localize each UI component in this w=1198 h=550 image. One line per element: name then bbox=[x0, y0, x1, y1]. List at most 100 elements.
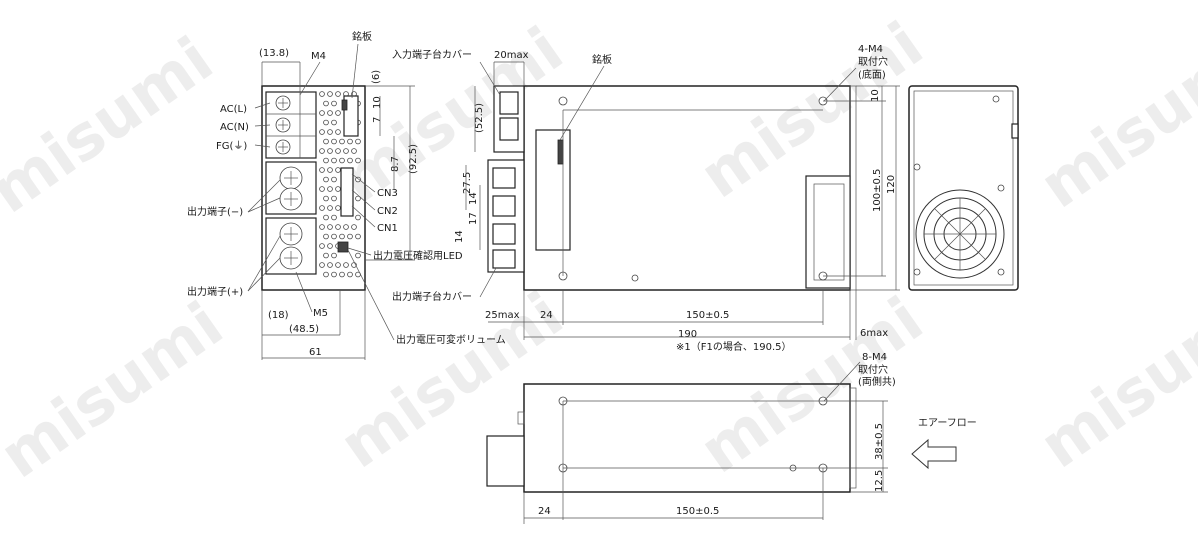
vent-hole bbox=[319, 148, 325, 154]
vent-hole bbox=[335, 148, 341, 154]
vent-hole bbox=[351, 224, 357, 230]
side-view: 入力端子台カバー 20max 銘板 (52.5) 27.5 14 17 14 出… bbox=[392, 44, 900, 353]
vent-hole bbox=[323, 233, 329, 240]
vent-hole bbox=[339, 138, 345, 145]
vent-hole bbox=[331, 157, 337, 164]
vent-hole bbox=[327, 129, 333, 135]
watermark-text: misumi bbox=[1027, 278, 1198, 483]
cn2-label: CN2 bbox=[377, 206, 398, 217]
vent-hole bbox=[355, 157, 361, 164]
nameplate-label: 銘板 bbox=[352, 30, 372, 43]
vent-hole bbox=[331, 252, 337, 259]
vent-hole bbox=[331, 100, 337, 107]
vent-hole bbox=[331, 271, 337, 278]
vent-hole bbox=[319, 186, 325, 192]
nameplate-marker bbox=[341, 99, 348, 111]
vent-hole bbox=[327, 110, 333, 116]
watermark-text: misumi bbox=[0, 23, 226, 228]
side-nameplate-label: 銘板 bbox=[592, 53, 612, 66]
vent-hole bbox=[355, 252, 361, 259]
mount-holes-sublabel: (底面) bbox=[858, 68, 886, 81]
vent-hole bbox=[335, 186, 341, 192]
vent-hole bbox=[343, 262, 349, 268]
dim-label: (92.5) bbox=[408, 144, 419, 174]
vent-hole bbox=[347, 138, 353, 145]
dim-label: 100±0.5 bbox=[872, 169, 883, 212]
dim-label: 25max bbox=[485, 310, 520, 321]
vent-hole bbox=[319, 129, 325, 135]
m5-label: M5 bbox=[313, 308, 328, 319]
output-plus-label: 出力端子(+) bbox=[187, 285, 243, 298]
vent-hole bbox=[323, 195, 329, 202]
dim-label: 10 bbox=[372, 96, 383, 109]
dim-label: 27.5 bbox=[462, 172, 473, 194]
vent-hole bbox=[327, 91, 333, 97]
mount-hole-icon bbox=[631, 274, 639, 282]
led-indicator bbox=[337, 241, 349, 253]
note-label: ※1（F1の場合、190.5） bbox=[676, 340, 791, 353]
dim-label: (18) bbox=[268, 310, 289, 321]
mount-hole-icon bbox=[992, 95, 1000, 103]
mount-hole-icon bbox=[558, 96, 568, 106]
fan-flange bbox=[849, 85, 857, 291]
dim-label: (48.5) bbox=[289, 324, 319, 335]
connector-block bbox=[340, 167, 354, 217]
vent-hole bbox=[319, 243, 325, 249]
vent-hole bbox=[351, 148, 357, 154]
dim-label: 190 bbox=[678, 329, 697, 340]
dim-label: 38±0.5 bbox=[874, 423, 885, 460]
vent-hole bbox=[331, 195, 337, 202]
side-nameplate bbox=[535, 129, 571, 251]
vent-hole bbox=[331, 233, 337, 240]
vent-hole bbox=[323, 100, 329, 107]
vent-hole bbox=[327, 186, 333, 192]
dim-label: 10 bbox=[870, 89, 881, 102]
dim-label: 150±0.5 bbox=[676, 506, 719, 517]
dim-label: (52.5) bbox=[474, 103, 485, 133]
vent-hole bbox=[347, 233, 353, 240]
dim-label: 14 bbox=[468, 192, 479, 205]
vent-hole bbox=[319, 110, 325, 116]
bottom-view: 8-M4 取付穴 (両側共) 38±0.5 12.5 24 150±0.5 エア… bbox=[486, 352, 977, 524]
vent-hole bbox=[327, 243, 333, 249]
mount-holes-label: 4-M4 bbox=[858, 44, 883, 55]
dim-label: 7 bbox=[372, 117, 383, 123]
cn3-label: CN3 bbox=[377, 188, 398, 199]
dim-label: 17 bbox=[468, 212, 479, 225]
vent-hole bbox=[327, 262, 333, 268]
vent-hole bbox=[327, 205, 333, 211]
vent-hole bbox=[335, 91, 341, 97]
vent-hole bbox=[355, 176, 361, 183]
vent-hole bbox=[355, 214, 361, 221]
dim-label: 12.5 bbox=[874, 470, 885, 492]
vent-hole bbox=[335, 110, 341, 116]
mount-hole-icon bbox=[913, 163, 921, 171]
vent-hole bbox=[347, 157, 353, 164]
vent-hole bbox=[335, 205, 341, 211]
vent-hole bbox=[339, 233, 345, 240]
ac-l-label: AC(L) bbox=[220, 104, 247, 115]
cn1-label: CN1 bbox=[377, 223, 398, 234]
dim-label: 24 bbox=[540, 310, 553, 321]
m4-label: M4 bbox=[311, 51, 326, 62]
vent-hole bbox=[347, 271, 353, 278]
vent-hole bbox=[339, 271, 345, 278]
vent-hole bbox=[355, 195, 361, 202]
vent-hole bbox=[319, 167, 325, 173]
dim-label: 150±0.5 bbox=[686, 310, 729, 321]
mount-holes-sublabel: (両側共) bbox=[858, 375, 896, 388]
vent-hole bbox=[339, 157, 345, 164]
dim-label: (13.8) bbox=[259, 48, 289, 59]
mount-hole-icon bbox=[997, 268, 1005, 276]
vent-hole bbox=[331, 119, 337, 126]
input-cover-label: 入力端子台カバー bbox=[392, 48, 472, 61]
dim-label: 14 bbox=[454, 230, 465, 243]
mount-hole-icon bbox=[997, 184, 1005, 192]
vent-hole bbox=[327, 148, 333, 154]
airflow-label: エアーフロー bbox=[918, 418, 977, 429]
volume-label: 出力電圧可変ボリューム bbox=[396, 333, 506, 346]
vent-hole bbox=[327, 224, 333, 230]
vent-hole bbox=[319, 91, 325, 97]
mount-holes-sublabel: 取付穴 bbox=[858, 363, 888, 376]
